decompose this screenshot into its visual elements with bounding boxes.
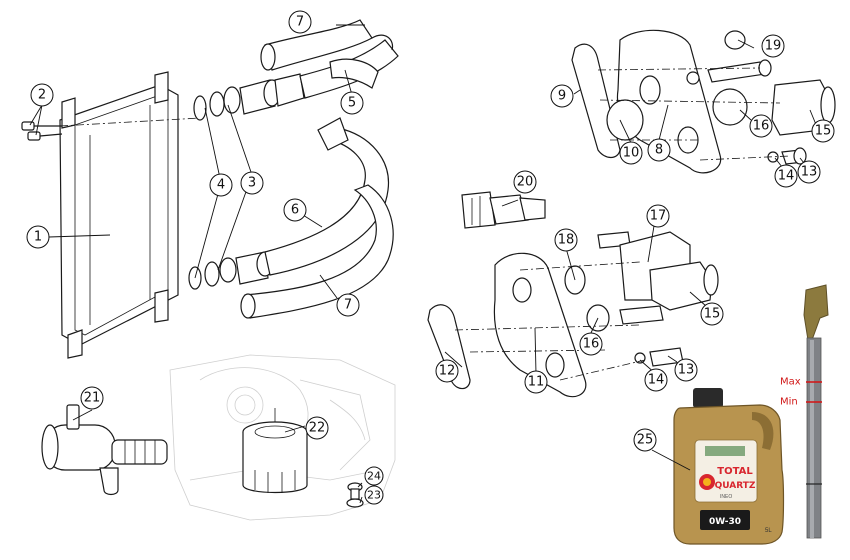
svg-text:15: 15 <box>815 124 832 139</box>
callout-3: 3 <box>240 171 264 195</box>
dipstick: Max Min <box>780 284 829 539</box>
svg-text:18: 18 <box>558 233 575 248</box>
solenoid-valve <box>41 404 168 496</box>
svg-text:14: 14 <box>778 169 795 184</box>
callout-22: 22 <box>305 416 329 440</box>
mounting-bolts <box>21 117 201 141</box>
callout-4: 4 <box>209 173 233 197</box>
svg-text:21: 21 <box>84 391 101 406</box>
callout-8: 8 <box>647 138 671 162</box>
svg-text:8: 8 <box>655 143 663 158</box>
callout-25: 25 <box>633 428 657 452</box>
svg-text:6: 6 <box>291 203 299 218</box>
svg-text:10: 10 <box>623 146 640 161</box>
svg-text:24: 24 <box>367 470 381 483</box>
callout-9: 9 <box>550 84 574 108</box>
callout-20: 20 <box>513 170 537 194</box>
callout-6: 6 <box>283 198 307 222</box>
svg-text:22: 22 <box>309 421 326 436</box>
callout-15-lower: 15 <box>700 302 724 326</box>
callout-1: 1 <box>26 225 50 249</box>
callout-18: 18 <box>554 228 578 252</box>
svg-text:19: 19 <box>765 39 782 54</box>
lower-bracket-assembly <box>427 231 719 398</box>
oil-filter <box>242 408 308 494</box>
oil-cooler <box>59 71 179 359</box>
lower-fittings <box>188 251 274 290</box>
callout-7-upper: 7 <box>288 10 312 34</box>
callout-14-upper: 14 <box>774 164 798 188</box>
bottle-viscosity: 0W-30 <box>709 517 741 527</box>
svg-text:7: 7 <box>296 15 304 30</box>
callout-13-upper: 13 <box>797 160 821 184</box>
bottle-volume: 5L <box>765 528 772 534</box>
svg-text:25: 25 <box>637 433 654 448</box>
svg-text:15: 15 <box>704 307 721 322</box>
upper-bracket-assembly <box>571 29 836 174</box>
temperature-sensor <box>461 191 546 229</box>
callout-21: 21 <box>80 386 104 410</box>
drain-plug <box>346 482 364 508</box>
svg-text:14: 14 <box>648 373 665 388</box>
svg-text:23: 23 <box>367 489 381 502</box>
callout-14-lower: 14 <box>644 368 668 392</box>
callout-7-lower: 7 <box>336 293 360 317</box>
svg-text:16: 16 <box>753 119 770 134</box>
bottle-brand-line1: TOTAL <box>717 466 753 477</box>
callout-19: 19 <box>761 34 785 58</box>
callout-23: 23 <box>364 485 384 505</box>
oil-bottle: TOTAL QUARTZ INEO 0W-30 5L <box>673 388 785 545</box>
bottle-brand-line2: QUARTZ <box>715 481 756 491</box>
callout-2: 2 <box>30 83 54 107</box>
svg-text:16: 16 <box>583 337 600 352</box>
callout-11: 11 <box>524 370 548 394</box>
svg-text:1: 1 <box>34 230 42 245</box>
svg-text:11: 11 <box>528 375 545 390</box>
callout-12: 12 <box>435 359 459 383</box>
callout-13-lower: 13 <box>674 358 698 382</box>
svg-text:2: 2 <box>38 88 46 103</box>
svg-text:13: 13 <box>678 363 695 378</box>
callout-16-lower: 16 <box>579 332 603 356</box>
upper-hoses <box>260 19 399 99</box>
callout-5: 5 <box>340 91 364 115</box>
callout-16-upper: 16 <box>749 114 773 138</box>
lower-hoses <box>240 117 394 319</box>
callout-17: 17 <box>646 204 670 228</box>
upper-fittings <box>193 73 305 121</box>
svg-text:5: 5 <box>348 96 356 111</box>
svg-text:17: 17 <box>650 209 667 224</box>
svg-text:13: 13 <box>801 165 818 180</box>
dipstick-max-label: Max <box>780 377 801 388</box>
svg-text:12: 12 <box>439 364 456 379</box>
callout-15-upper: 15 <box>811 119 835 143</box>
svg-text:7: 7 <box>344 298 352 313</box>
leader-lines <box>29 24 818 504</box>
callout-10: 10 <box>619 141 643 165</box>
dipstick-min-label: Min <box>780 397 798 408</box>
svg-text:20: 20 <box>517 175 534 190</box>
callout-24: 24 <box>364 466 384 486</box>
bottle-product: INEO <box>720 494 732 500</box>
svg-text:9: 9 <box>558 89 566 104</box>
svg-text:3: 3 <box>248 176 256 191</box>
svg-text:4: 4 <box>217 178 225 193</box>
